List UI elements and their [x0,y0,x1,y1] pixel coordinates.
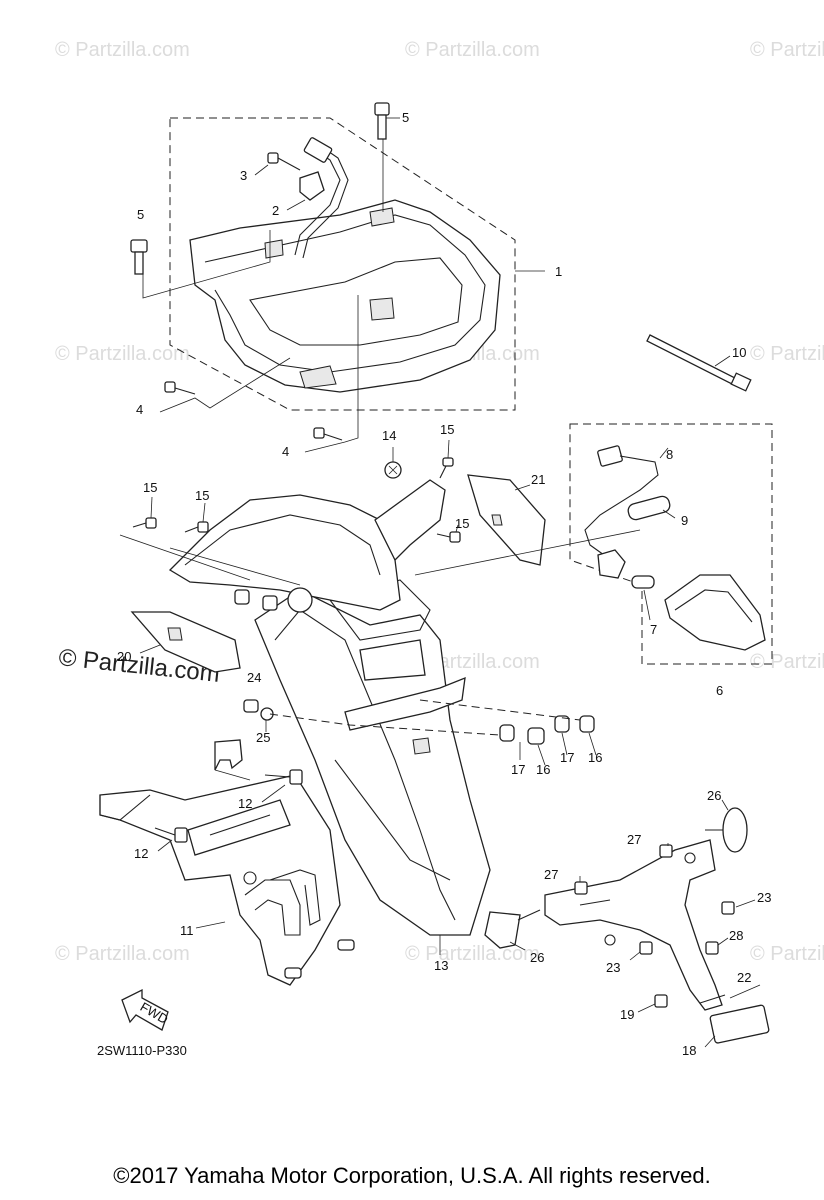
bolt-5-top [374,102,390,140]
callout-3: 3 [240,168,247,183]
screw-3 [267,152,301,171]
tail-light-assembly [130,102,545,453]
flasher-light-assembly [569,423,773,665]
callout-1: 1 [555,264,562,279]
callout-5: 5 [402,110,409,125]
callouts: 5 3 2 5 1 10 4 4 14 15 8 21 15 15 9 15 7… [117,110,771,1058]
callout-15: 15 [440,422,454,437]
grommet-14 [384,447,402,479]
callout-24: 24 [247,670,261,685]
callout-14: 14 [382,428,396,443]
watermark: © Partzilla.com [55,39,190,61]
fwd-arrow-icon: FWD [121,988,171,1031]
watermark: © Partzilla.com [55,943,190,965]
watermark: © Partzilla.com [405,39,540,61]
bolt-12-b [154,827,188,852]
callout-16: 16 [588,750,602,765]
reflector-21 [467,474,546,566]
callout-16: 16 [536,762,550,777]
reflector-26-left [484,909,541,951]
reflector-26-right [705,799,748,853]
callout-11: 11 [180,923,194,938]
callout-18: 18 [682,1043,696,1058]
callout-8: 8 [666,447,673,462]
reflector-18-22 [699,984,770,1048]
screw-15-c [184,502,209,533]
reference-code: 2SW1110-P330 [97,1043,187,1058]
callout-2: 2 [272,203,279,218]
callout-26: 26 [530,950,544,965]
screw-4-left [164,381,196,395]
callout-23: 23 [606,960,620,975]
callout-27: 27 [544,867,558,882]
screw-15-b [132,496,157,529]
screw-15-a [439,439,454,479]
light-bracket [544,839,723,1011]
callout-12: 12 [134,846,148,861]
watermark: © Partzilla.com [750,943,824,965]
cable-tie-10 [646,334,752,392]
screw-4-bottom [313,427,343,441]
collars [243,699,597,766]
bolt-23-28 [574,843,756,1013]
bolt-12-a [261,769,303,803]
callout-15: 15 [195,488,209,503]
callout-5: 5 [137,207,144,222]
callout-13: 13 [434,958,448,973]
callout-22: 22 [737,970,751,985]
callout-10: 10 [732,345,746,360]
callout-26: 26 [707,788,721,803]
watermark: © Partzilla.com [750,39,824,61]
callout-17: 17 [511,762,525,777]
callout-4: 4 [136,402,143,417]
callout-7: 7 [650,622,657,637]
bolt-5-left [130,239,148,275]
callout-23: 23 [757,890,771,905]
license-bracket-11 [99,739,355,986]
callout-25: 25 [256,730,270,745]
callout-21: 21 [531,472,545,487]
watermark: © Partzilla.com [750,651,824,673]
callout-15: 15 [143,480,157,495]
watermark: © Partzilla.com [750,343,824,365]
callout-9: 9 [681,513,688,528]
fender-cover [168,479,446,613]
callout-20: 20 [117,649,131,664]
rear-fender-13 [254,579,491,955]
callout-6: 6 [716,683,723,698]
callout-15: 15 [455,516,469,531]
callout-12: 12 [238,796,252,811]
callout-17: 17 [560,750,574,765]
reflector-20 [130,611,241,673]
callout-4: 4 [282,444,289,459]
watermark: © Partzilla.com [405,943,540,965]
copyright-notice: ©2017 Yamaha Motor Corporation, U.S.A. A… [113,1163,711,1188]
callout-27: 27 [627,832,641,847]
callout-28: 28 [729,928,743,943]
screw-15-d [436,524,461,543]
watermark: © Partzilla.com [55,343,190,365]
callout-19: 19 [620,1007,634,1022]
